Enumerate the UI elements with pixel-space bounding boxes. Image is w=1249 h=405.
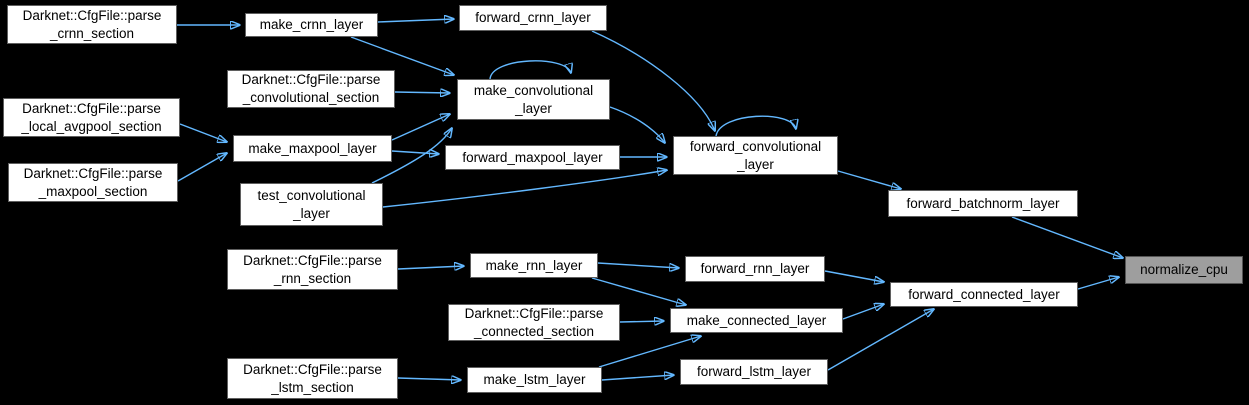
node-make_convolutional_layer[interactable]: make_convolutional _layer	[457, 79, 610, 120]
node-forward_convolutional_layer[interactable]: forward_convolutional _layer	[673, 136, 838, 175]
edge-test_convolutional_layer-to-forward_convolutional_layer	[382, 170, 667, 208]
node-parse_crnn_section[interactable]: Darknet::CfgFile::parse _crnn_section	[7, 5, 177, 44]
edge-forward_lstm_layer-to-forward_connected_layer	[827, 309, 934, 371]
node-parse_maxpool_section[interactable]: Darknet::CfgFile::parse _maxpool_section	[8, 163, 178, 202]
node-test_convolutional_layer[interactable]: test_convolutional _layer	[240, 183, 383, 226]
node-parse_rnn_section[interactable]: Darknet::CfgFile::parse _rnn_section	[227, 249, 398, 290]
edge-make_convolutional_layer-to-forward_convolutional_layer	[609, 106, 665, 143]
edge-parse_rnn_section-to-make_rnn_layer	[397, 266, 464, 269]
edge-make_rnn_layer-to-make_connected_layer	[591, 277, 686, 305]
node-parse_convolutional_section[interactable]: Darknet::CfgFile::parse _convolutional_s…	[227, 70, 395, 108]
edge-forward_convolutional_layer-to-forward_batchnorm_layer	[837, 170, 901, 189]
node-make_connected_layer[interactable]: make_connected_layer	[670, 308, 843, 333]
edge-make_lstm_layer-to-forward_lstm_layer	[601, 375, 674, 381]
edge-make_maxpool_layer-to-forward_maxpool_layer	[391, 151, 439, 154]
node-forward_lstm_layer[interactable]: forward_lstm_layer	[680, 359, 828, 385]
edge-make_crnn_layer-to-make_convolutional_layer	[350, 36, 454, 75]
edge-parse_maxpool_section-to-make_maxpool_layer	[177, 153, 227, 182]
node-forward_batchnorm_layer[interactable]: forward_batchnorm_layer	[888, 190, 1078, 217]
edge-forward_batchnorm_layer-to-normalize_cpu	[1011, 216, 1123, 258]
edge-test_convolutional_layer-to-make_convolutional_layer	[371, 128, 452, 184]
edge-forward_convolutional_layer-to-forward_convolutional_layer	[715, 115, 796, 137]
edge-parse_local_avgpool_section-to-make_maxpool_layer	[179, 123, 227, 142]
node-make_maxpool_layer[interactable]: make_maxpool_layer	[233, 135, 392, 162]
edge-forward_rnn_layer-to-forward_connected_layer	[824, 270, 884, 282]
node-forward_rnn_layer[interactable]: forward_rnn_layer	[685, 256, 825, 282]
node-forward_crnn_layer[interactable]: forward_crnn_layer	[459, 5, 607, 31]
node-normalize_cpu: normalize_cpu	[1125, 256, 1243, 284]
node-parse_connected_section[interactable]: Darknet::CfgFile::parse _connected_secti…	[448, 304, 620, 341]
edge-forward_crnn_layer-to-forward_convolutional_layer	[591, 30, 715, 131]
node-make_lstm_layer[interactable]: make_lstm_layer	[467, 367, 602, 393]
node-make_rnn_layer[interactable]: make_rnn_layer	[470, 253, 598, 278]
edge-make_connected_layer-to-forward_connected_layer	[842, 304, 884, 320]
edge-make_convolutional_layer-to-make_convolutional_layer	[489, 60, 571, 80]
edge-parse_lstm_section-to-make_lstm_layer	[397, 378, 461, 380]
edge-make_lstm_layer-to-make_connected_layer	[598, 336, 701, 368]
edge-make_crnn_layer-to-forward_crnn_layer	[377, 19, 454, 22]
edge-parse_connected_section-to-make_connected_layer	[619, 321, 664, 322]
node-parse_local_avgpool_section[interactable]: Darknet::CfgFile::parse _local_avgpool_s…	[3, 98, 180, 137]
edge-make_maxpool_layer-to-make_convolutional_layer	[391, 114, 450, 141]
node-parse_lstm_section[interactable]: Darknet::CfgFile::parse _lstm_section	[227, 358, 398, 399]
node-forward_connected_layer[interactable]: forward_connected_layer	[890, 282, 1078, 307]
edge-make_rnn_layer-to-forward_rnn_layer	[597, 262, 679, 268]
edge-parse_convolutional_section-to-make_convolutional_layer	[394, 92, 450, 93]
node-make_crnn_layer[interactable]: make_crnn_layer	[245, 13, 378, 37]
node-forward_maxpool_layer[interactable]: forward_maxpool_layer	[445, 145, 620, 170]
edge-forward_connected_layer-to-normalize_cpu	[1077, 277, 1119, 290]
